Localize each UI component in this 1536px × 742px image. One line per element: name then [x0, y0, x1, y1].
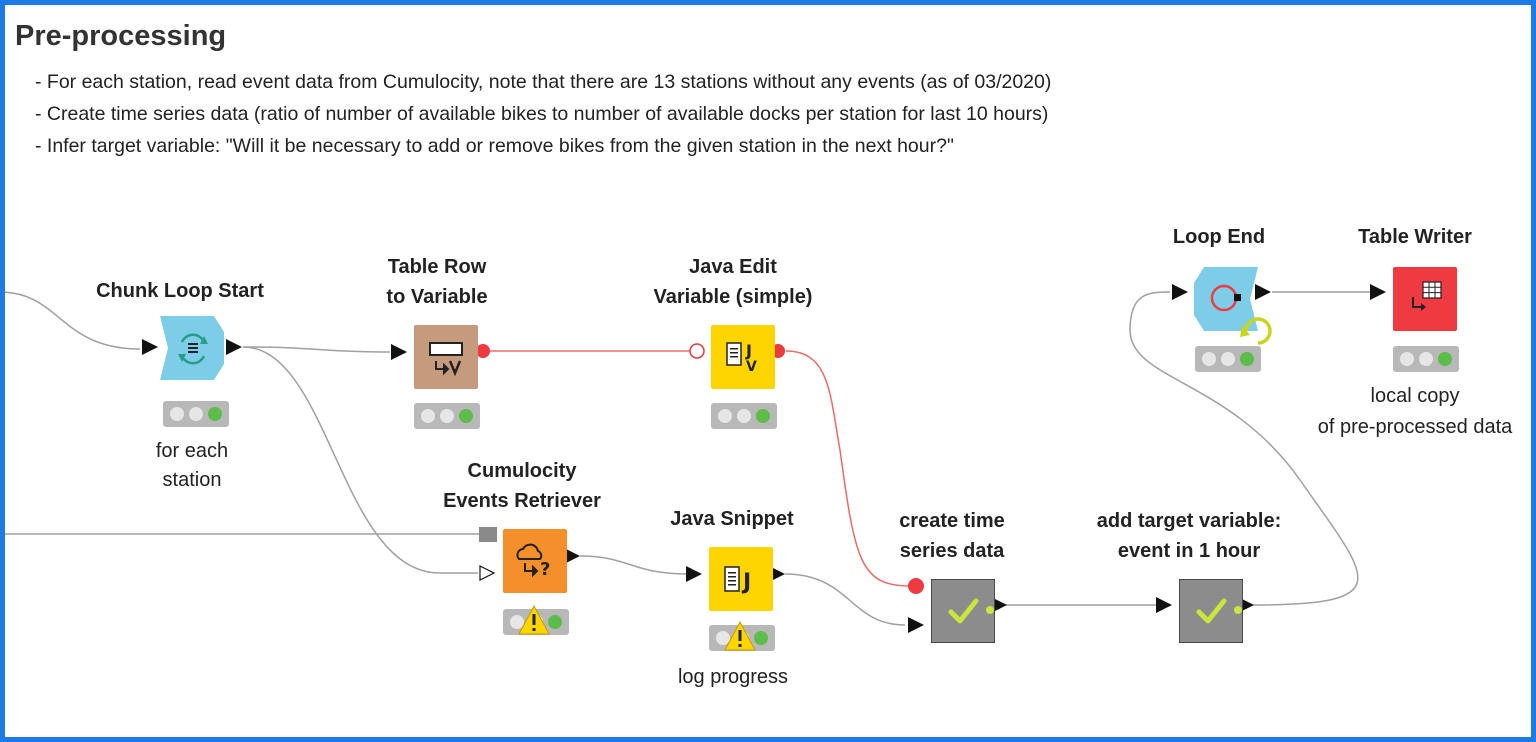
port-table-writer-in: [1370, 284, 1386, 300]
metanode-status-dot: [986, 606, 994, 614]
add-target-variable-metanode[interactable]: [1179, 579, 1243, 643]
svg-text:V: V: [746, 359, 757, 375]
port-create-ts-var-in: [908, 578, 924, 594]
annotation-line-3: - Infer target variable: "Will it be nec…: [35, 135, 954, 157]
loop-refresh-icon: [1240, 317, 1272, 345]
svg-text:?: ?: [540, 559, 550, 580]
connection-java-snippet-to-create-ts: [784, 573, 906, 626]
node-caption-chunk-loop-1[interactable]: for each: [155, 440, 229, 462]
cloud-query-icon: ?: [516, 543, 550, 580]
node-title-table-writer[interactable]: Table Writer: [1358, 226, 1472, 248]
table-write-icon: [1412, 281, 1442, 311]
node-caption-table-writer-2[interactable]: of pre-processed data: [1317, 416, 1513, 438]
node-caption-table-writer-1[interactable]: local copy: [1370, 385, 1460, 407]
table-row-to-variable-node[interactable]: [414, 325, 478, 389]
port-table-row-var-out: [476, 344, 490, 358]
port-table-row-in: [391, 344, 407, 360]
java-variable-icon: J V: [726, 341, 757, 375]
java-snippet-icon: J: [724, 566, 751, 595]
java-snippet-node[interactable]: J: [709, 547, 773, 611]
check-icon: [948, 598, 979, 624]
status-traffic-light: [414, 403, 480, 429]
connection-cumulocity-to-java-snippet: [579, 555, 691, 575]
node-title-cumulocity-1[interactable]: Cumulocity: [467, 460, 577, 482]
port-chunk-loop-in: [142, 339, 158, 355]
annotation-title: Pre-processing: [15, 20, 227, 52]
node-title-add-target-1[interactable]: add target variable:: [1096, 510, 1282, 532]
variable-connection-java-edit-to-create-ts: [785, 350, 911, 587]
annotation-line-1: - For each station, read event data from…: [35, 71, 1052, 93]
status-traffic-light: [711, 403, 777, 429]
node-title-java-edit-1[interactable]: Java Edit: [689, 256, 777, 278]
status-traffic-light: [163, 401, 229, 427]
loop-arrows-icon: [178, 333, 208, 365]
metanode-status-dot: [1234, 606, 1242, 614]
node-title-add-target-2[interactable]: event in 1 hour: [1117, 540, 1261, 562]
node-title-table-row-1[interactable]: Table Row: [387, 256, 487, 278]
warning-icon: [724, 621, 756, 651]
node-title-java-snippet[interactable]: Java Snippet: [670, 508, 794, 530]
port-loop-end-out: [1255, 284, 1271, 300]
loop-end-node[interactable]: [1194, 267, 1258, 331]
svg-text:J: J: [745, 341, 752, 360]
node-title-create-ts-2[interactable]: series data: [899, 540, 1005, 562]
node-title-table-row-2[interactable]: to Variable: [386, 286, 488, 308]
connections-layer: [5, 284, 1386, 633]
node-caption-chunk-loop-2[interactable]: station: [162, 469, 222, 491]
port-chunk-loop-out: [226, 339, 242, 355]
port-java-snippet-out: [769, 566, 785, 582]
node-title-cumulocity-2[interactable]: Events Retriever: [443, 490, 601, 512]
status-traffic-light: [1195, 346, 1261, 372]
cumulocity-events-retriever-node[interactable]: ?: [503, 529, 567, 593]
port-loop-end-in: [1172, 284, 1188, 300]
port-java-snippet-in: [686, 566, 702, 582]
port-add-target-in: [1156, 597, 1172, 613]
node-title-loop-end[interactable]: Loop End: [1172, 226, 1266, 248]
warning-icon: [518, 605, 550, 635]
status-traffic-light: [1393, 346, 1459, 372]
connection-chunk-loop-to-cumulocity: [242, 346, 478, 574]
chunk-loop-start-node[interactable]: [160, 316, 224, 380]
node-title-chunk-loop-start[interactable]: Chunk Loop Start: [96, 280, 264, 302]
port-cumulocity-out: [564, 548, 580, 564]
table-writer-node[interactable]: [1393, 267, 1457, 331]
node-title-java-edit-2[interactable]: Variable (simple): [653, 286, 813, 308]
check-icon: [1196, 598, 1227, 624]
row-to-variable-icon: [429, 342, 463, 377]
connection-add-target-to-loop-end: [1129, 291, 1359, 606]
java-edit-variable-node[interactable]: J V: [711, 325, 775, 389]
node-title-create-ts-1[interactable]: create time: [899, 510, 1005, 532]
port-java-edit-var-in: [689, 343, 705, 359]
port-cumulocity-flowvar-in: [479, 565, 496, 581]
port-create-ts-in: [908, 617, 924, 633]
node-caption-java-snippet[interactable]: log progress: [677, 666, 789, 688]
svg-text:J: J: [741, 570, 751, 595]
port-create-ts-out: [991, 597, 1007, 613]
create-time-series-metanode[interactable]: [931, 579, 995, 643]
connection-chunk-loop-to-table-row: [242, 346, 391, 353]
connection-input-to-chunk-loop: [5, 291, 141, 350]
port-cumulocity-connection-in: [479, 527, 497, 542]
annotation-line-2: - Create time series data (ratio of numb…: [35, 103, 1049, 125]
